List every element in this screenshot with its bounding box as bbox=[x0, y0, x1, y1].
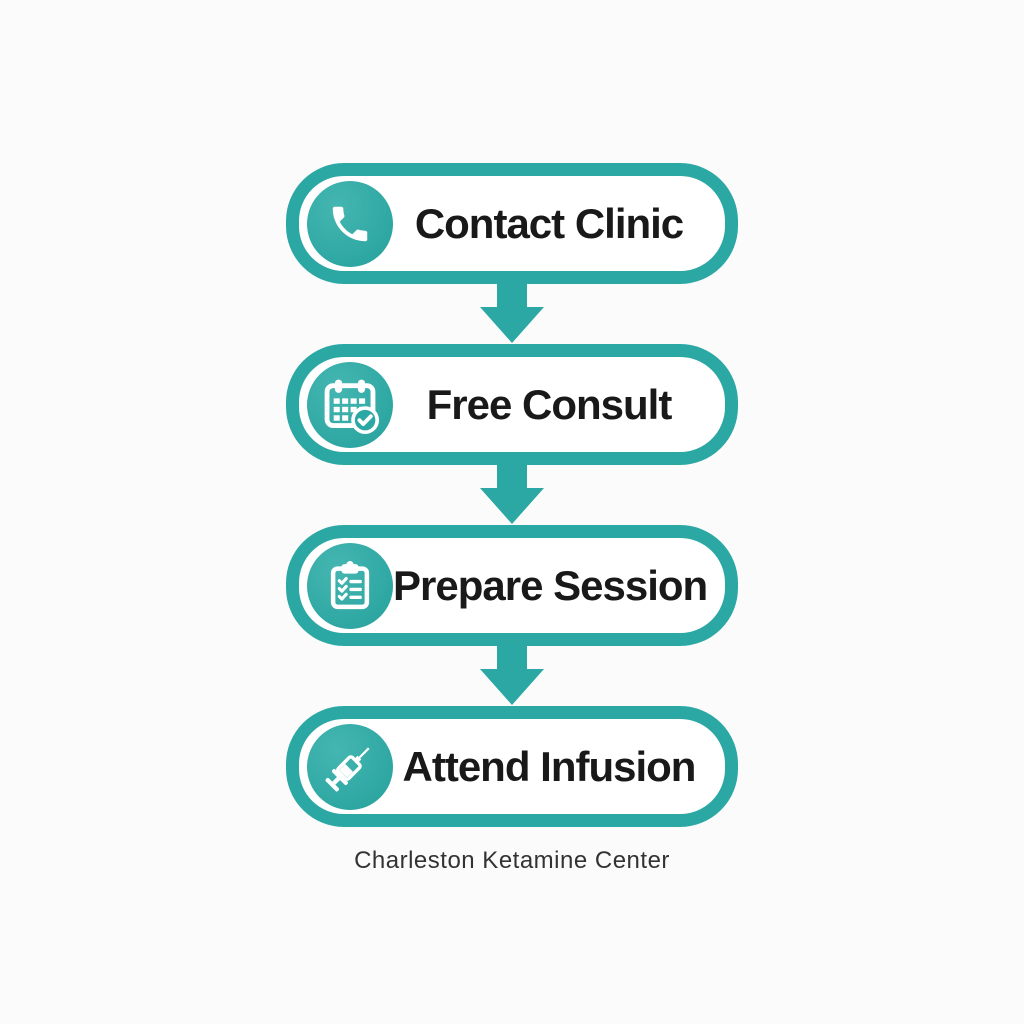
phone-icon bbox=[332, 206, 368, 241]
process-flow-diagram: Contact Clinic bbox=[286, 163, 738, 827]
step-contact-clinic: Contact Clinic bbox=[286, 163, 738, 284]
syringe-icon bbox=[325, 746, 370, 791]
step-label-free-consult: Free Consult bbox=[426, 380, 673, 428]
calendar-check-icon-circle bbox=[307, 361, 393, 448]
step-free-consult: Free Consult bbox=[286, 344, 738, 465]
down-arrow-icon bbox=[480, 283, 544, 343]
down-arrow-icon bbox=[480, 645, 544, 705]
down-arrow-icon bbox=[480, 464, 544, 524]
calendar-check-icon bbox=[324, 379, 379, 434]
brand-caption: Charleston Ketamine Center bbox=[354, 847, 670, 874]
syringe-icon-circle bbox=[307, 723, 393, 810]
step-label-prepare-session: Prepare Session bbox=[393, 561, 708, 609]
clipboard-checklist-icon bbox=[330, 560, 370, 609]
clipboard-checklist-icon-circle bbox=[307, 542, 393, 629]
phone-icon-circle bbox=[307, 180, 393, 267]
step-label-attend-infusion: Attend Infusion bbox=[402, 742, 697, 790]
step-attend-infusion: Attend Infusion bbox=[286, 706, 738, 827]
step-label-contact-clinic: Contact Clinic bbox=[414, 199, 684, 247]
step-prepare-session: Prepare Session bbox=[286, 525, 738, 646]
